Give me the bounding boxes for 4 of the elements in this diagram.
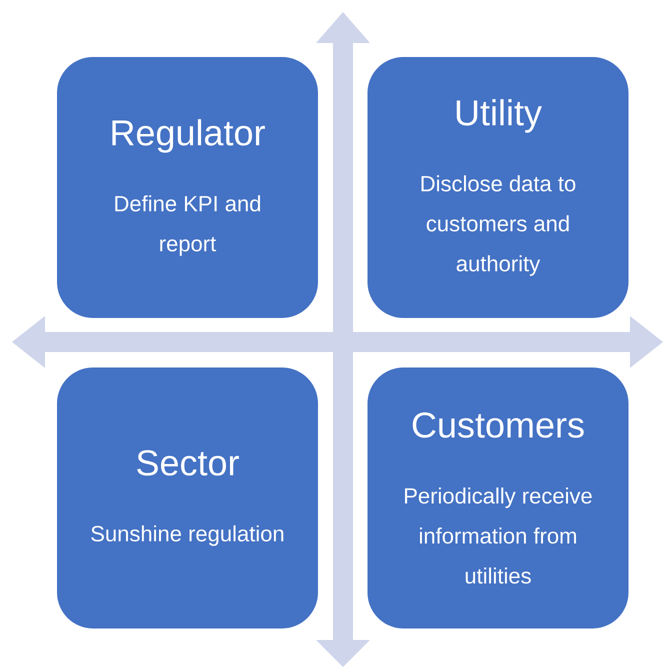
quadrant-box: Customers Periodically receive information from utilities	[368, 368, 628, 628]
quadrant-box: Sector Sunshine regulation	[57, 368, 318, 628]
quadrant-box: Regulator Define KPI and report	[57, 57, 318, 318]
quadrant-box: Utility Disclose data to customers and authority	[368, 57, 628, 318]
